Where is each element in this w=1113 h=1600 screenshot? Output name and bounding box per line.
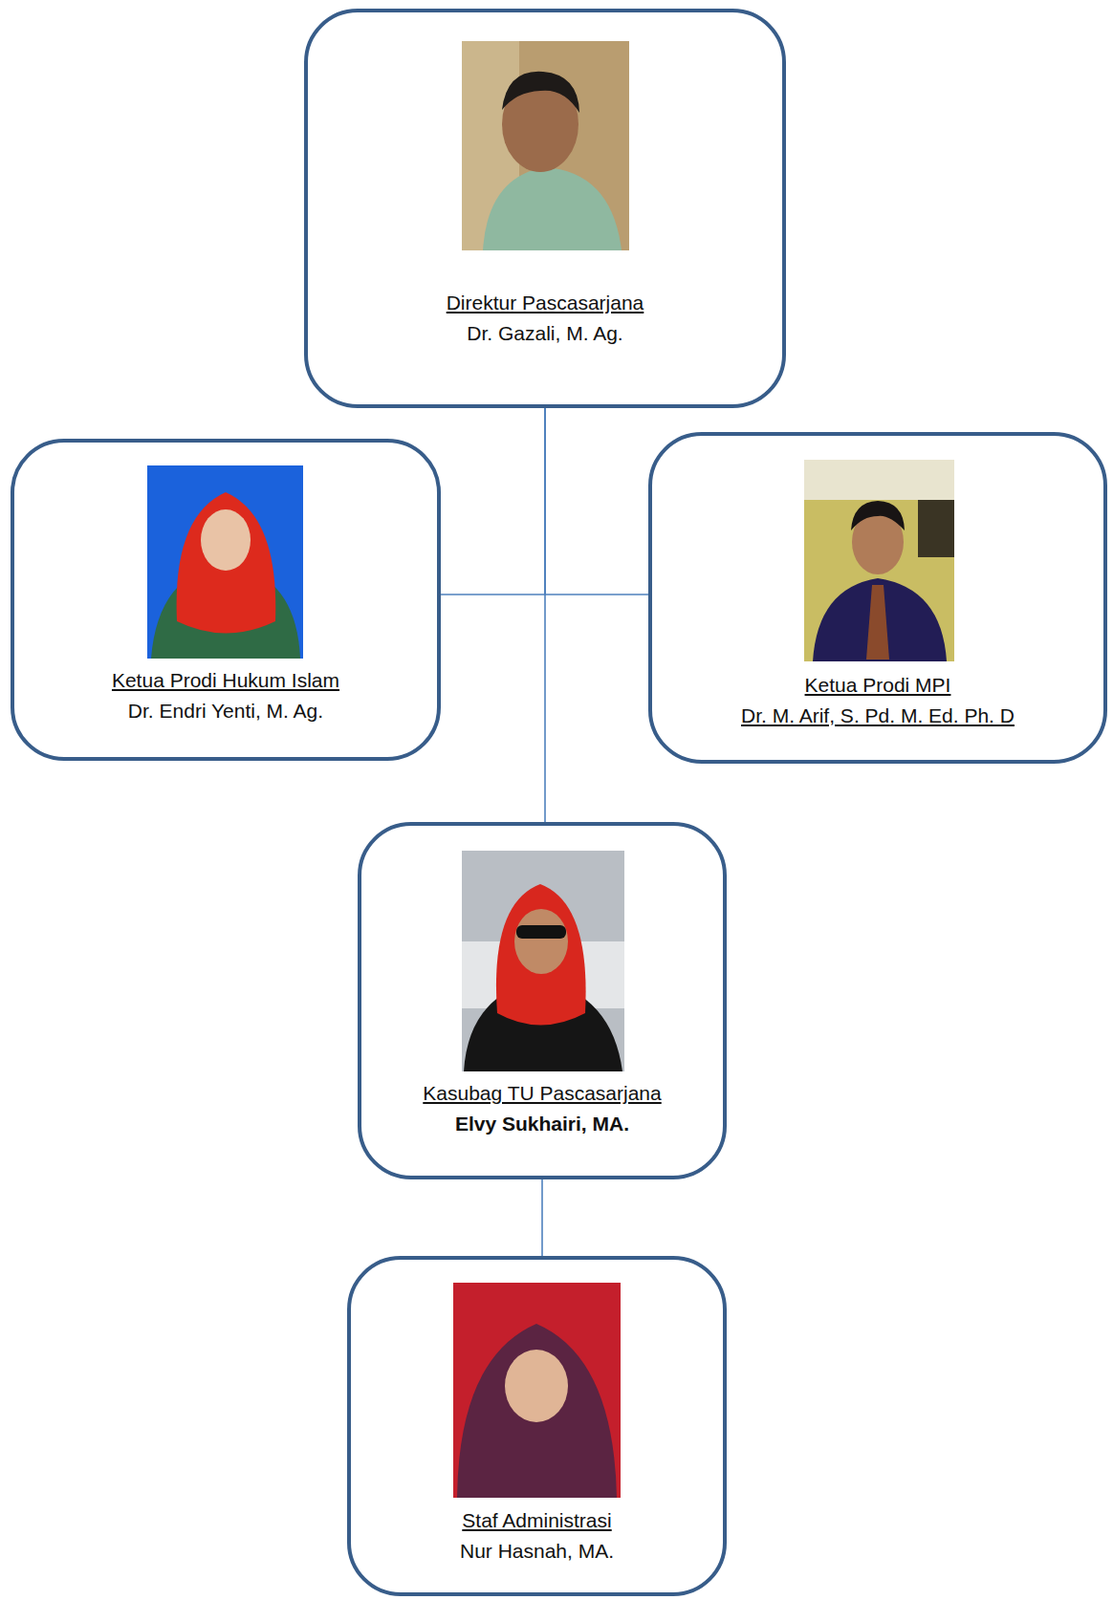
portrait-photo xyxy=(147,465,304,659)
role-title: Ketua Prodi MPI xyxy=(805,670,952,701)
photo-tie xyxy=(866,585,890,660)
photo-hair xyxy=(501,71,580,113)
org-box: Direktur PascasarjanaDr. Gazali, M. Ag. xyxy=(304,8,786,409)
photo-background xyxy=(804,459,955,662)
portrait-photo xyxy=(453,1283,621,1499)
portrait-photo xyxy=(461,41,630,251)
text-group: Staf AdministrasiNur Hasnah, MA. xyxy=(350,1505,723,1568)
text-group: Direktur PascasarjanaDr. Gazali, M. Ag. xyxy=(307,287,783,350)
org-box: Staf AdministrasiNur Hasnah, MA. xyxy=(347,1256,727,1597)
text-group: Ketua Prodi MPIDr. M. Arif, S. Pd. M. Ed… xyxy=(652,670,1104,732)
photo-banner xyxy=(804,459,955,501)
role-title: Kasubag TU Pascasarjana xyxy=(422,1078,661,1110)
role-title: Direktur Pascasarjana xyxy=(446,287,645,319)
org-box: Ketua Prodi MPIDr. M. Arif, S. Pd. M. Ed… xyxy=(648,432,1108,764)
text-group: Ketua Prodi Hukum IslamDr. Endri Yenti, … xyxy=(14,665,437,727)
photo-hijab xyxy=(496,884,587,1026)
role-title: Staf Administrasi xyxy=(461,1505,612,1537)
photo-shirt xyxy=(482,167,622,251)
text-group: Kasubag TU PascasarjanaElvy Sukhairi, MA… xyxy=(361,1078,723,1140)
org-box: Ketua Prodi Hukum IslamDr. Endri Yenti, … xyxy=(10,438,441,762)
photo-background xyxy=(453,1283,621,1499)
connector-line xyxy=(440,408,546,595)
portrait-photo xyxy=(461,851,625,1072)
person-name: Dr. Gazali, M. Ag. xyxy=(466,318,623,350)
photo-banner xyxy=(917,500,955,558)
photo-background xyxy=(461,41,630,251)
role-title: Ketua Prodi Hukum Islam xyxy=(111,665,340,697)
photo-background xyxy=(147,465,304,659)
photo-shirt xyxy=(812,578,947,662)
photo-background xyxy=(461,851,625,1072)
person-name: Nur Hasnah, MA. xyxy=(459,1536,614,1568)
connector-line xyxy=(541,1179,544,1257)
photo-hijab xyxy=(176,492,277,634)
connector-line xyxy=(545,408,649,595)
connector-line xyxy=(544,408,546,823)
photo-face xyxy=(200,509,251,571)
person-name: Dr. Endri Yenti, M. Ag. xyxy=(128,696,324,727)
org-box: Kasubag TU PascasarjanaElvy Sukhairi, MA… xyxy=(357,822,727,1180)
photo-hair xyxy=(851,501,905,531)
photo-sunglasses xyxy=(516,925,567,939)
person-name: Elvy Sukhairi, MA. xyxy=(455,1109,630,1140)
photo-face xyxy=(504,1350,568,1423)
photo-hijab xyxy=(457,1324,617,1499)
portrait-photo xyxy=(804,459,955,662)
person-name: Dr. M. Arif, S. Pd. M. Ed. Ph. D xyxy=(741,700,1015,732)
photo-face xyxy=(514,909,568,975)
